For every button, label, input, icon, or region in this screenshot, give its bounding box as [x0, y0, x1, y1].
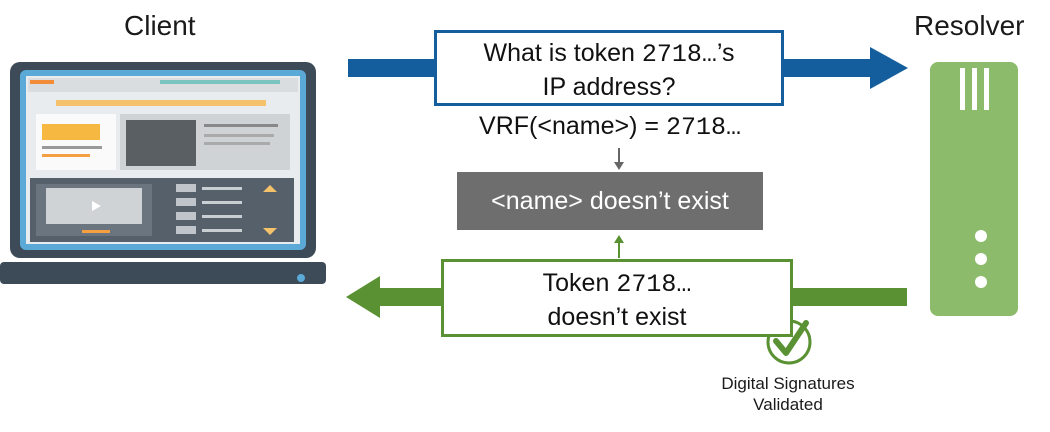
server-icon	[930, 62, 1018, 316]
query-line-2: IP address?	[542, 73, 676, 101]
query-box: What is token 2718…’s IP address?	[434, 30, 784, 106]
response-box: Token 2718… doesn’t exist	[441, 259, 793, 337]
vrf-equation: VRF(<name>) = 2718…	[420, 112, 800, 142]
response-prefix: Token	[542, 269, 617, 297]
query-token: 2718…	[641, 40, 717, 69]
laptop-icon	[0, 62, 326, 284]
client-label: Client	[124, 10, 196, 41]
vrf-value: 2718…	[665, 113, 741, 142]
response-token: 2718…	[616, 270, 692, 299]
query-line-1: What is token 2718…’s	[437, 37, 781, 71]
vrf-prefix: VRF(<name>) =	[479, 112, 666, 140]
response-line-2: doesn’t exist	[547, 303, 687, 331]
signature-caption: Digital Signatures Validated	[700, 373, 876, 415]
response-up-arrow	[614, 235, 624, 258]
query-prefix: What is token	[483, 39, 642, 67]
signature-line-1: Digital Signatures	[721, 374, 855, 393]
response-line-1: Token 2718…	[444, 267, 790, 301]
vrf-down-arrow	[614, 148, 624, 170]
query-suffix: ’s	[716, 39, 735, 67]
signature-line-2: Validated	[753, 395, 823, 414]
response-arrow	[346, 276, 907, 318]
resolver-label: Resolver	[914, 10, 1025, 41]
query-arrow	[348, 47, 908, 89]
nonexistence-box: <name> doesn’t exist	[457, 172, 763, 230]
